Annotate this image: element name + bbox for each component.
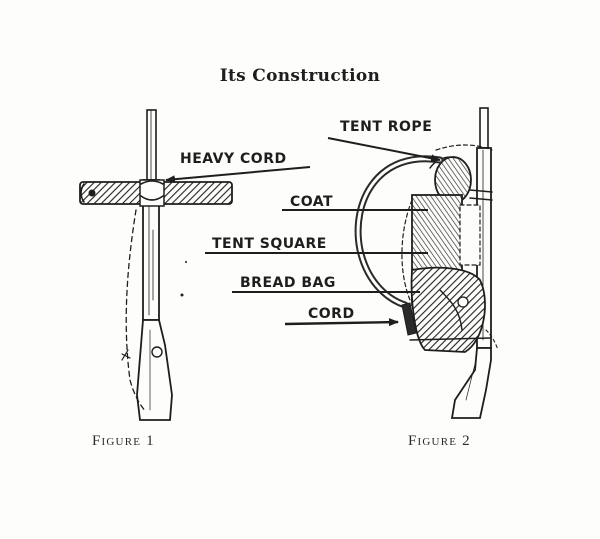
- tent-rope-label: TENT ROPE: [340, 119, 432, 135]
- heavy-cord-pointer: [165, 166, 311, 184]
- figure-2-caption: Figure 2: [408, 433, 471, 449]
- bread-bag-label: BREAD BAG: [240, 275, 336, 291]
- rifle-1: [136, 109, 173, 421]
- coat-label: COAT: [290, 194, 333, 210]
- figure-1-caption: Figure 1: [92, 433, 155, 449]
- page-title: Its Construction: [219, 66, 381, 86]
- figure-2-drawing: [354, 107, 499, 419]
- cord-pointer: [284, 318, 399, 327]
- figure-1-drawing: [79, 109, 233, 421]
- cord-label: CORD: [308, 306, 355, 322]
- tent-square-label: TENT SQUARE: [212, 236, 327, 252]
- rolled-bundle: [79, 179, 233, 207]
- tent-rope-pointer: [327, 137, 441, 163]
- heavy-cord-label: HEAVY CORD: [180, 151, 287, 167]
